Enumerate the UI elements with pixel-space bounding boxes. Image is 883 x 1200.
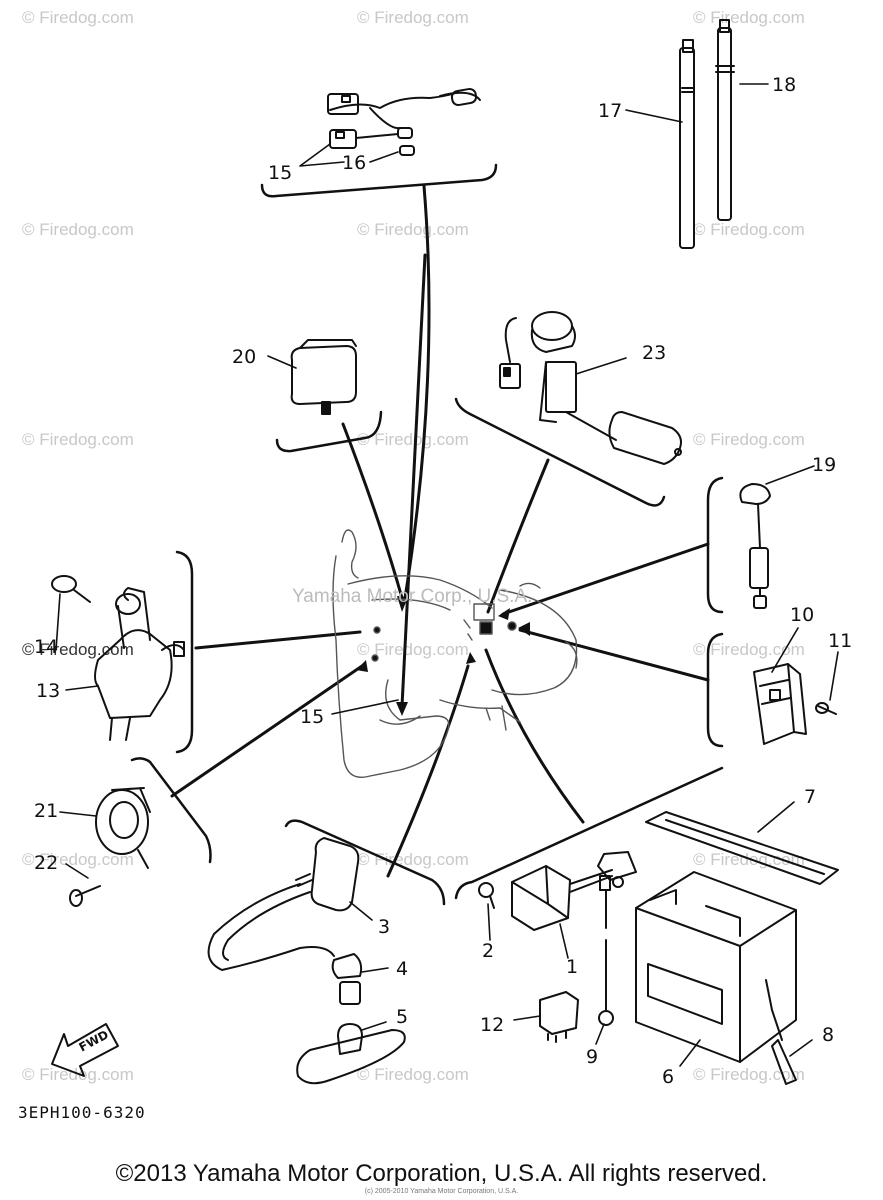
callout-16: 16 (342, 152, 367, 174)
watermark: © Firedog.com (357, 220, 469, 239)
bracket-switch (175, 550, 194, 754)
callout-19: 19 (812, 454, 837, 476)
callout-23: 23 (642, 342, 667, 364)
bracket-fuse (706, 476, 724, 614)
center-watermark: Yamaha Motor Corp., U.S.A. (292, 586, 533, 607)
watermark: © Firedog.com (693, 640, 805, 659)
frame-outline (332, 529, 578, 778)
callout-6: 6 (662, 1066, 675, 1088)
bracket-top (260, 163, 498, 198)
watermark: © Firedog.com (357, 640, 469, 659)
rectifier-10 (753, 663, 837, 745)
callout-9: 9 (586, 1046, 599, 1068)
callout-13: 13 (36, 680, 61, 702)
watermark: © Firedog.com (22, 220, 134, 239)
callout-2: 2 (482, 940, 495, 962)
part-code: 3EPH100-6320 (18, 1103, 146, 1122)
bracket-rectifier (706, 632, 724, 748)
watermark: © Firedog.com (357, 430, 469, 449)
bracket-relay (275, 410, 383, 453)
relay-20 (290, 339, 357, 415)
callout-3: 3 (378, 916, 391, 938)
breather-8 (771, 1039, 797, 1085)
callout-8: 8 (822, 1024, 835, 1046)
callout-12: 12 (480, 1014, 505, 1036)
callout-4: 4 (396, 958, 409, 980)
leader-lines (170, 184, 710, 878)
arrow-heads (356, 596, 530, 716)
ignition-coil-3 (207, 837, 360, 971)
callout-17: 17 (598, 100, 623, 122)
callout-7: 7 (804, 786, 817, 808)
callout-14: 14 (34, 636, 59, 658)
bracket-horn (130, 757, 212, 864)
tiny-note: (c) 2005-2010 Yamaha Motor Corporation, … (364, 1188, 519, 1195)
bracket-fuel (454, 397, 666, 507)
band-18 (715, 19, 735, 221)
battery-6 (635, 871, 797, 1063)
callout-10: 10 (790, 604, 815, 626)
callout-20: 20 (232, 346, 257, 368)
battery-band-7 (645, 811, 839, 885)
callout-5: 5 (396, 1006, 409, 1028)
callout-18: 18 (772, 74, 797, 96)
callout-1: 1 (566, 956, 579, 978)
main-switch-13 (51, 575, 185, 741)
callout-15: 15 (268, 162, 293, 184)
plug-cap-4 (331, 953, 363, 1005)
horn-21 (69, 787, 151, 907)
watermark: © Firedog.com (22, 8, 134, 27)
cdi-unit-1 (478, 851, 637, 931)
watermark: © Firedog.com (357, 8, 469, 27)
bracket-battery (454, 766, 724, 900)
callout-leaders (55, 83, 839, 1067)
callout-22: 22 (34, 852, 59, 874)
callout-21: 21 (34, 800, 59, 822)
sub-wire-harness (327, 87, 481, 156)
watermark: © Firedog.com (357, 850, 469, 869)
callout-11: 11 (828, 630, 853, 652)
fuel-sender-23 (499, 311, 682, 465)
watermark: © Firedog.com (693, 220, 805, 239)
watermark: © Firedog.com (693, 430, 805, 449)
fwd-arrow (51, 1023, 119, 1077)
callout-15: 15 (300, 706, 325, 728)
bracket-ignition (284, 819, 446, 906)
relay-12 (539, 991, 579, 1043)
watermark: © Firedog.com (357, 1065, 469, 1084)
watermark: © Firedog.com (693, 1065, 805, 1084)
boot-5 (296, 1023, 406, 1085)
watermark: © Firedog.com (22, 430, 134, 449)
fuse-holder-19 (739, 483, 771, 609)
watermark: © Firedog.com (22, 850, 134, 869)
lead-9 (598, 875, 624, 1026)
copyright-notice: ©2013 Yamaha Motor Corporation, U.S.A. A… (115, 1160, 768, 1187)
band-17 (679, 39, 695, 249)
